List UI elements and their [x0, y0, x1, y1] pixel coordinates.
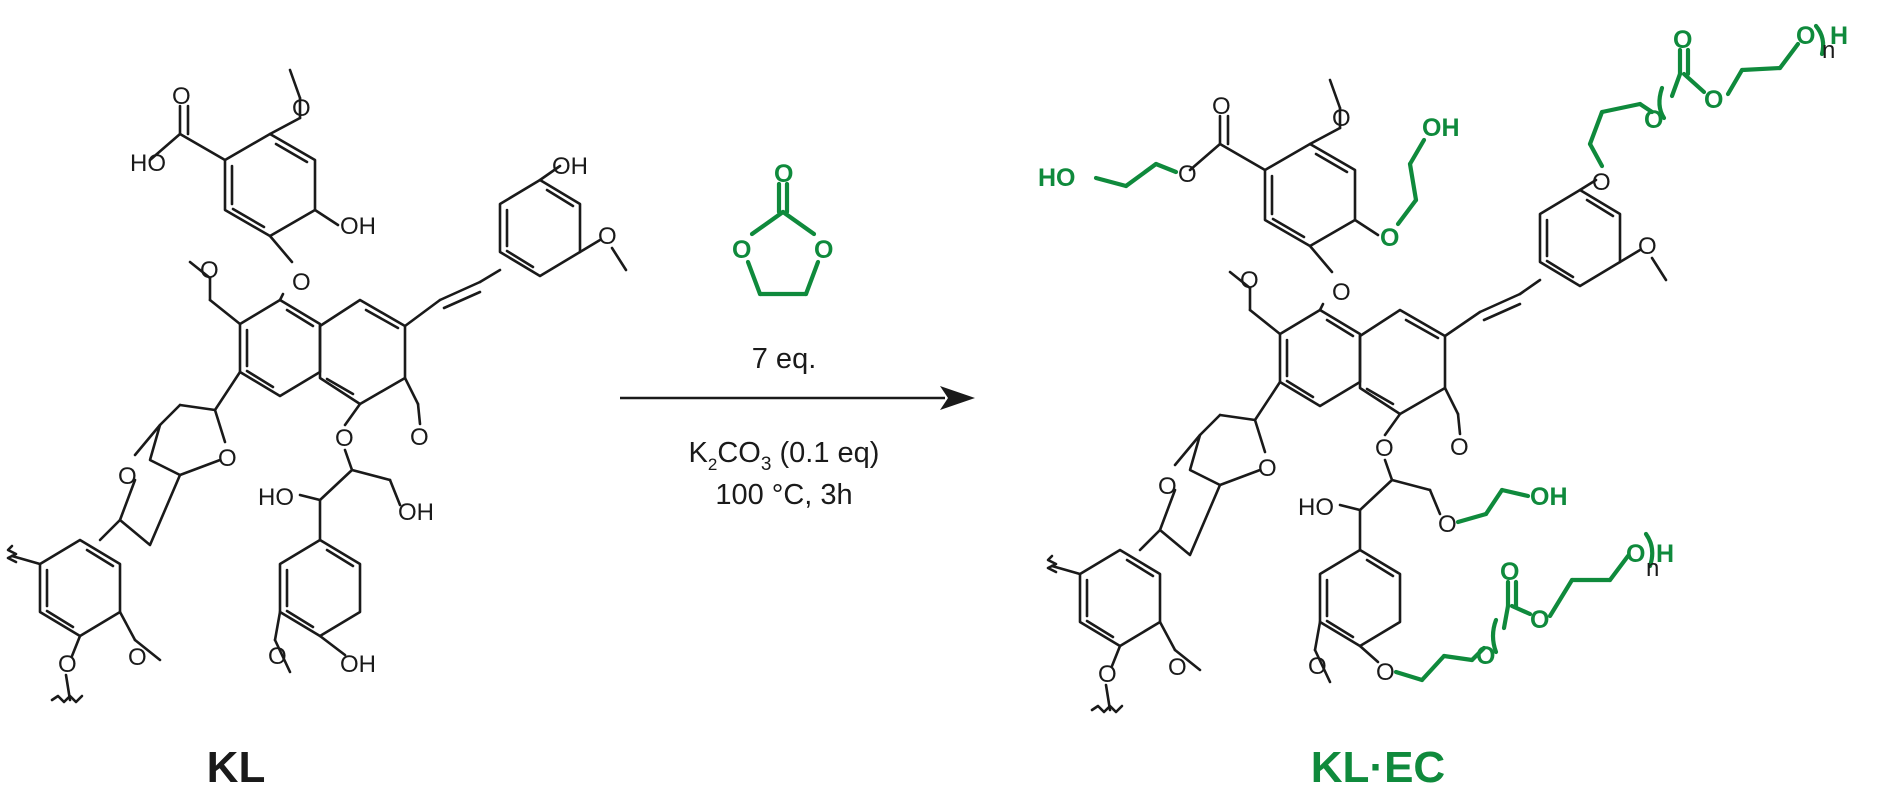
- reagent-ring-o-left: O: [732, 236, 751, 264]
- product-kl-ec-structure: O O O O HO O OH O: [1038, 22, 1848, 714]
- klec-top-oh: OH: [1422, 114, 1460, 142]
- klec-ester-carbonyl-o: O: [1212, 93, 1231, 120]
- kl-side-ho: HO: [258, 484, 294, 511]
- kl-ring-bottom-left: [6, 538, 162, 704]
- klec-bottom-ether-o: O: [1376, 659, 1395, 686]
- klec-side-oh: OH: [1530, 483, 1568, 511]
- klec-mid-ome-o: O: [1240, 267, 1259, 294]
- reaction-arrow: [620, 386, 975, 410]
- kl-ring-bottom-right: [273, 538, 362, 674]
- klec-ester-ho: HO: [1038, 164, 1076, 192]
- klec-top-carbonate-carbonyl-o: O: [1673, 26, 1692, 54]
- klec-top-hydroxyethyl: [1395, 137, 1427, 227]
- klec-bottom-carbonate-o2: O: [1530, 606, 1549, 634]
- klec-ring-top-right: [1538, 178, 1668, 288]
- kl-bottom-oh: OH: [340, 651, 376, 678]
- klec-top-carbonate-o1: O: [1644, 106, 1663, 134]
- equivalents-label: 7 eq.: [752, 343, 817, 375]
- reagent-ring-o-right: O: [814, 236, 833, 264]
- kl-top-right-oh: OH: [552, 153, 588, 180]
- kl-furan-o1: O: [218, 445, 237, 472]
- reagent-carbonyl-o: O: [774, 160, 793, 188]
- klec-top-ether-o: O: [1380, 224, 1399, 252]
- kl-top-right-ome-o: O: [598, 223, 617, 250]
- kl-top-oh: OH: [340, 213, 376, 240]
- kl-ring-top-right: [498, 164, 628, 278]
- klec-side-ether-o: O: [1438, 511, 1457, 538]
- klec-bottom-carbonate-chain: [1393, 531, 1655, 683]
- klec-top-carbonate-o2: O: [1704, 86, 1723, 114]
- klec-ether-o1: O: [1332, 279, 1351, 306]
- klec-bottom-ome-o: O: [1308, 653, 1327, 680]
- klec-bottom-repeat-n: n: [1646, 555, 1659, 582]
- kl-bottom-ome-o: O: [268, 643, 287, 670]
- klec-top-ome-o: O: [1332, 105, 1351, 132]
- kl-mid-ome2-o: O: [410, 424, 429, 451]
- reactant-kl-structure: O HO O OH O O O O: [6, 68, 628, 704]
- klec-furan-o1: O: [1258, 455, 1277, 482]
- ethylene-carbonate-reagent: O O O: [732, 160, 833, 297]
- klec-ring-bottom-left: [1046, 548, 1202, 714]
- kl-ring-middle-right: [318, 268, 502, 427]
- conditions-label: 100 °C, 3h: [715, 479, 852, 511]
- product-label: KL·EC: [1311, 743, 1445, 792]
- kl-side-oh: OH: [398, 499, 434, 526]
- klec-top-repeat-n: n: [1822, 37, 1835, 64]
- kl-ether-o1: O: [292, 269, 311, 296]
- klec-ring-top: [1188, 78, 1380, 274]
- klec-ester-o: O: [1178, 161, 1197, 188]
- klec-ring-bottom-right: [1313, 548, 1402, 684]
- klec-mid-ome2-o: O: [1450, 434, 1469, 461]
- klec-top-right-ome-o: O: [1638, 233, 1657, 260]
- kl-acid-carbonyl-o: O: [172, 83, 191, 110]
- kl-ring-middle-left: [188, 260, 322, 412]
- klec-bottom-terminal-o: O: [1626, 540, 1645, 568]
- kl-top-ome-o: O: [292, 95, 311, 122]
- kl-mid-ome-o: O: [200, 257, 219, 284]
- kl-bottom-left-ether-o: O: [58, 651, 77, 678]
- klec-furan-o2: O: [1158, 473, 1177, 500]
- klec-bottom-carbonate-carbonyl-o: O: [1500, 558, 1519, 586]
- klec-top-right-ether-o: O: [1592, 169, 1611, 196]
- klec-ether-o2: O: [1375, 435, 1394, 462]
- klec-bottom-carbonate-o1: O: [1476, 642, 1495, 670]
- kl-furofuran: [98, 403, 227, 547]
- kl-ether-o2: O: [335, 425, 354, 452]
- klec-side-ho: HO: [1298, 494, 1334, 521]
- klec-top-terminal-h: H: [1830, 22, 1848, 50]
- klec-side-chain: [1338, 458, 1442, 552]
- klec-top-terminal-o: O: [1796, 22, 1815, 50]
- klec-furofuran: [1138, 413, 1267, 557]
- kl-ring-top: [148, 68, 340, 264]
- klec-side-hydroxyethyl: [1455, 487, 1531, 525]
- kl-bottom-left-ome-o: O: [128, 644, 147, 671]
- klec-ring-middle-left: [1228, 270, 1362, 422]
- klec-ester-hydroxyethyl: [1093, 161, 1179, 189]
- kl-side-chain: [298, 448, 402, 542]
- catalyst-label: K2CO3 (0.1 eq): [689, 437, 880, 475]
- reactant-label: KL: [207, 743, 266, 792]
- kl-acid-oh: HO: [130, 150, 166, 177]
- kl-furan-o2: O: [118, 463, 137, 490]
- klec-ring-middle-right: [1358, 278, 1542, 437]
- klec-bottom-left-ether-o: O: [1098, 661, 1117, 688]
- klec-bottom-terminal-h: H: [1656, 540, 1674, 568]
- klec-bottom-left-ome-o: O: [1168, 654, 1187, 681]
- klec-top-carbonate-chain: [1587, 23, 1826, 169]
